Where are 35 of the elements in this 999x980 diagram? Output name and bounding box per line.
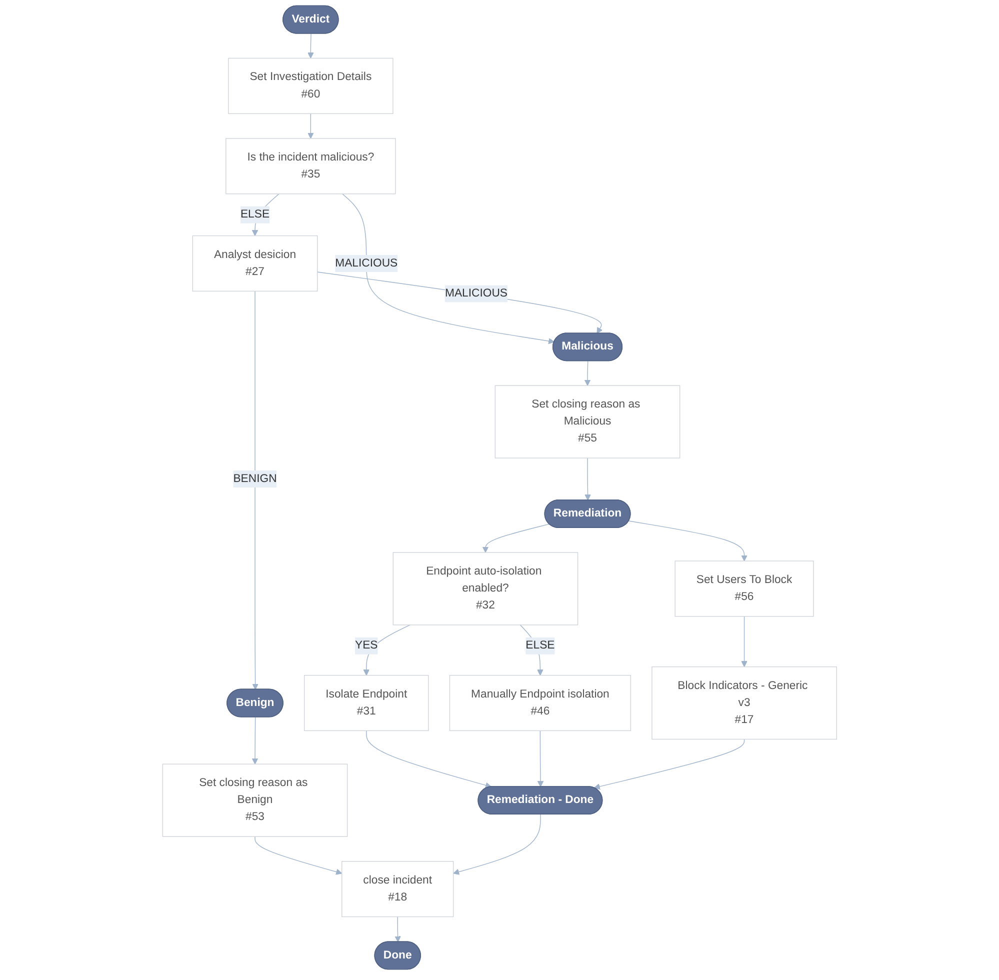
edge-label: YES bbox=[354, 639, 378, 652]
arrow bbox=[366, 730, 492, 788]
arrow bbox=[584, 360, 590, 386]
arrow bbox=[628, 520, 748, 562]
node-box: Set Users To Block #56 bbox=[674, 560, 814, 617]
node-box: Isolate Endpoint #31 bbox=[304, 674, 429, 732]
node-box: Manually Endpoint isolation #46 bbox=[449, 674, 631, 732]
arrow bbox=[741, 616, 748, 668]
node-box: Analyst desicion #27 bbox=[192, 235, 318, 292]
arrow bbox=[594, 738, 744, 790]
arrow bbox=[254, 836, 342, 875]
arrow bbox=[307, 33, 314, 59]
node-box: Is the incident malicious? #35 bbox=[225, 138, 396, 194]
node-box: Set closing reason as Benign #53 bbox=[162, 764, 348, 837]
arrow bbox=[252, 290, 258, 690]
arrow bbox=[482, 524, 550, 553]
node-box: Endpoint auto-isolation enabled? #32 bbox=[392, 552, 578, 626]
edge-label: BENIGN bbox=[233, 472, 277, 485]
arrow bbox=[584, 458, 591, 501]
edge-label: ELSE bbox=[240, 208, 270, 220]
arrow bbox=[316, 272, 602, 334]
node-box: Block Indicators - Generic v3 #17 bbox=[651, 666, 837, 740]
node-box: Set closing reason as Malicious #55 bbox=[494, 385, 680, 458]
arrow bbox=[307, 113, 314, 139]
arrow bbox=[537, 730, 544, 788]
edge-label: MALICIOUS bbox=[334, 257, 398, 270]
node-box: Set Investigation Details #60 bbox=[228, 58, 394, 114]
arrow bbox=[252, 716, 258, 764]
edge-label: MALICIOUS bbox=[444, 287, 508, 300]
arrow bbox=[342, 194, 554, 344]
edge-label: ELSE bbox=[526, 639, 555, 652]
arrow bbox=[452, 814, 541, 875]
arrow bbox=[394, 916, 401, 942]
node-box: close incident #18 bbox=[341, 861, 454, 918]
arrow bbox=[363, 624, 410, 676]
